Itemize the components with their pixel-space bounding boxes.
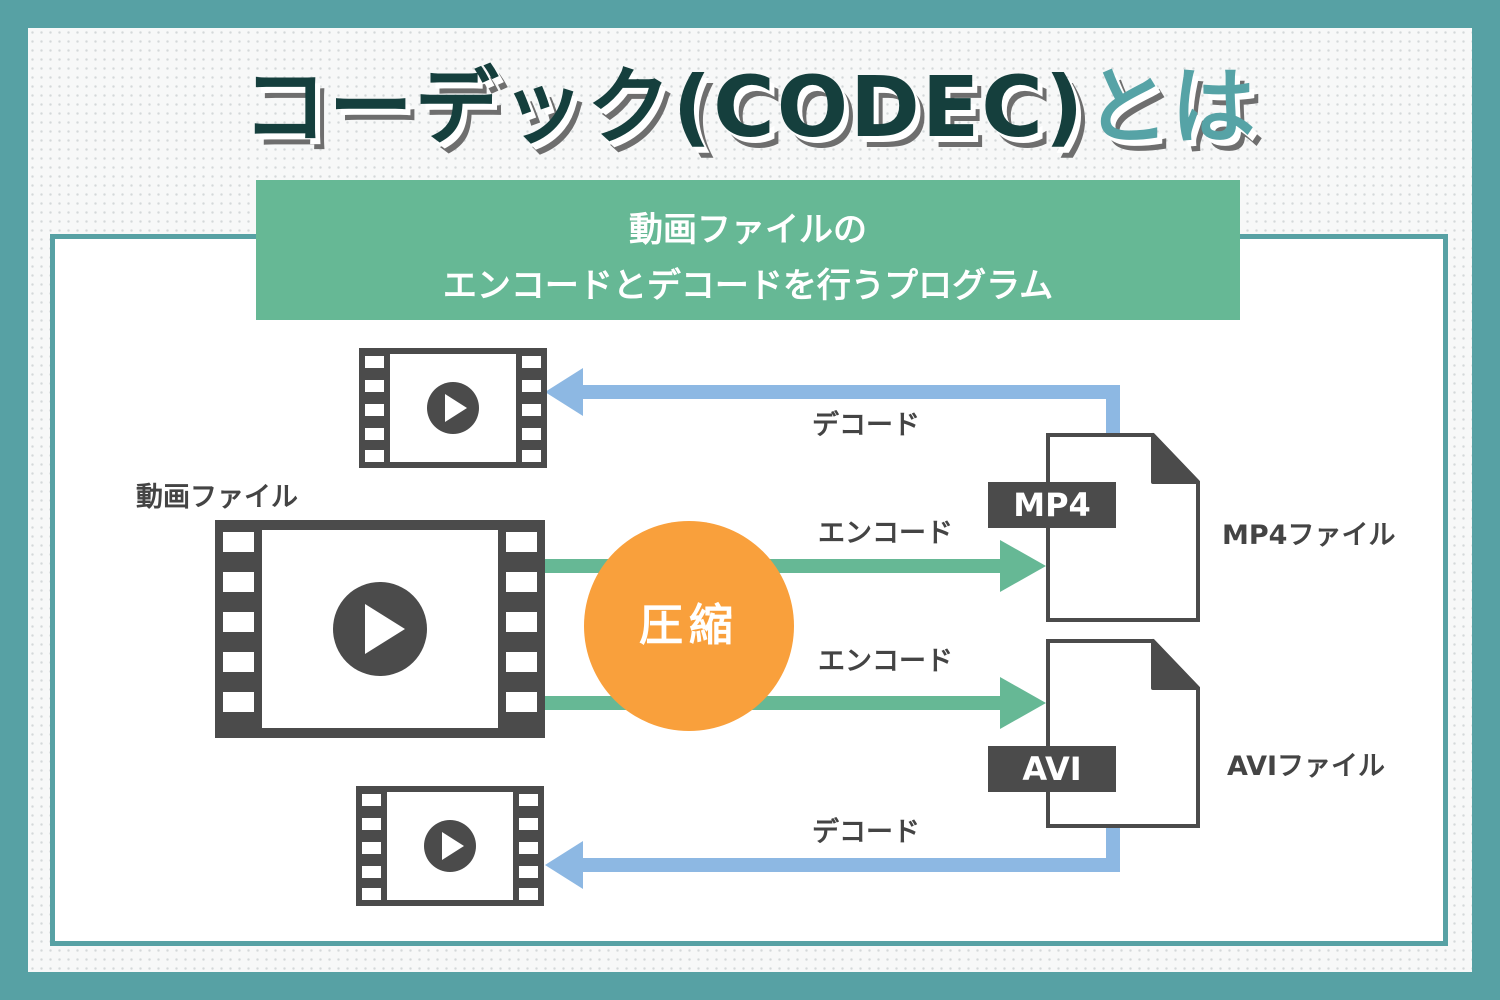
encode-bottom-label: エンコード: [818, 646, 953, 677]
definition-banner: 動画ファイルの エンコードとデコードを行うプログラム: [256, 180, 1240, 320]
decode-bottom-label: デコード: [812, 817, 920, 848]
film-frame-icon: [215, 520, 545, 738]
compress-circle: [584, 521, 794, 731]
banner-line-2: エンコードとデコードを行うプログラム: [442, 266, 1054, 306]
decode-top-label: デコード: [812, 410, 920, 441]
banner-line-1: 動画ファイルの: [629, 210, 867, 250]
mp4-tag: MP4: [988, 482, 1116, 528]
title-main: コーデック(CODEC): [242, 58, 1086, 156]
compress-label: 圧縮: [639, 600, 739, 651]
decode-arrow-bottom: [545, 828, 1120, 889]
encode-top-label: エンコード: [818, 518, 953, 549]
decode-arrow-top: [545, 368, 1120, 436]
avi-tag: AVI: [988, 746, 1116, 792]
file-document-icon: [1046, 639, 1200, 828]
avi-file-label: AVIファイル: [1227, 751, 1386, 782]
film-frame-icon: [359, 348, 547, 468]
title-suffix: とは: [1085, 58, 1258, 156]
source-video-label: 動画ファイル: [136, 482, 298, 513]
film-frame-icon: [356, 786, 544, 906]
page-title: コーデック(CODEC)とは: [0, 40, 1500, 161]
mp4-file-label: MP4ファイル: [1222, 520, 1396, 551]
